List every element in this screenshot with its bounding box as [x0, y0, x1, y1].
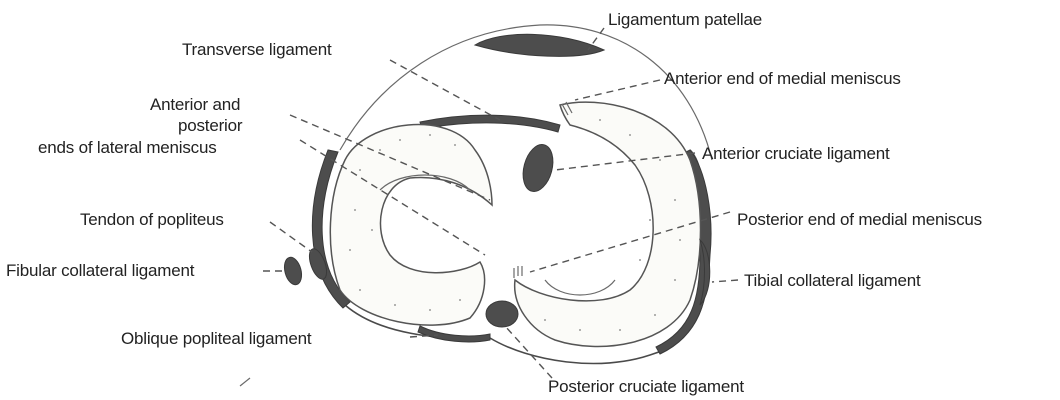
leader-transverse [390, 60, 500, 120]
label-posterior-end-medial-meniscus: Posterior end of medial meniscus [737, 210, 982, 229]
fibular-collateral-shape [282, 255, 305, 286]
label-tibial-collateral: Tibial collateral ligament [744, 271, 921, 290]
label-oblique-popliteal: Oblique popliteal ligament [121, 329, 312, 348]
label-tendon-popliteus: Tendon of popliteus [80, 210, 224, 229]
lateral-meniscus [330, 125, 492, 326]
medial-articular-curve [545, 280, 615, 295]
label-posterior-cruciate: Posterior cruciate ligament [548, 377, 744, 396]
medial-meniscus [515, 102, 701, 346]
label-ends-lateral-meniscus: ends of lateral meniscus [38, 138, 217, 157]
label-posterior: posterior [178, 116, 243, 135]
label-transverse-ligament: Transverse ligament [182, 40, 332, 59]
leader-anterior-medial [575, 80, 660, 100]
leader-tibial-collateral [712, 280, 738, 282]
anterior-cruciate-shape [518, 141, 557, 195]
label-anterior-and: Anterior and [150, 95, 240, 114]
ligamentum-patellae-shape [475, 34, 604, 56]
label-ligamentum-patellae: Ligamentum patellae [608, 10, 762, 29]
posterior-cruciate-shape [486, 301, 518, 327]
label-fibular-collateral: Fibular collateral ligament [6, 261, 195, 280]
label-anterior-cruciate: Anterior cruciate ligament [702, 144, 890, 163]
leader-tendon-popliteus [270, 222, 312, 252]
stray-mark [240, 378, 250, 386]
oblique-popliteal-shape [418, 326, 490, 342]
label-anterior-end-medial-meniscus: Anterior end of medial meniscus [664, 69, 901, 88]
